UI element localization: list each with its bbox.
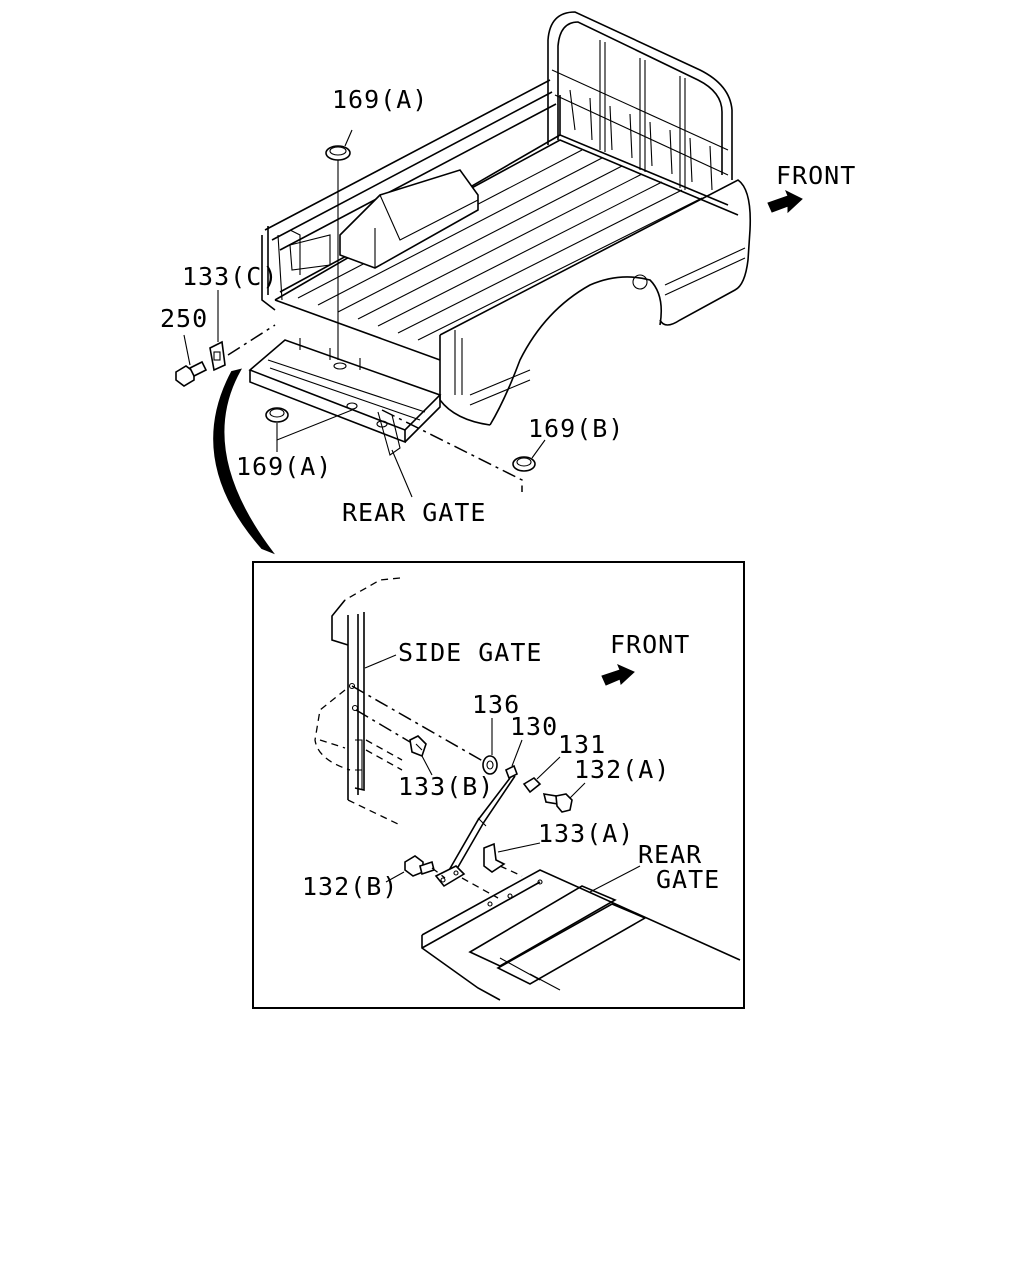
grommet-169a-top: [325, 145, 351, 161]
truck-bed-illustration: [213, 11, 752, 555]
label-169a-bottom: 169(A): [236, 452, 332, 481]
label-rear-gate-inset-1: REAR: [638, 840, 702, 869]
label-rear-gate-inset-2: GATE: [656, 865, 720, 894]
label-rear-gate-top: REAR GATE: [342, 498, 486, 527]
bolt-132b: [385, 855, 446, 883]
bolt-132a: [542, 782, 586, 813]
bolt-250: [175, 334, 208, 387]
clip-133b: [409, 735, 433, 776]
label-133a: 133(A): [538, 819, 634, 848]
label-side-gate: SIDE GATE: [398, 638, 542, 667]
label-front-top: FRONT: [776, 161, 856, 190]
strap-130: [434, 739, 523, 888]
washer-136: [482, 755, 498, 775]
label-169b: 169(B): [528, 414, 624, 443]
bracket-133c: [209, 340, 226, 372]
front-arrow-icon: [767, 189, 803, 214]
detail-inset-frame: [252, 561, 745, 1009]
front-arrow-inset-icon: [601, 664, 635, 686]
top-parts: [175, 129, 546, 498]
label-133b: 133(B): [398, 772, 494, 801]
grommet-169a-bottom: [265, 407, 289, 423]
spacer-131: [522, 756, 561, 794]
grommet-169b: [512, 456, 536, 472]
label-132a: 132(A): [574, 755, 670, 784]
label-front-inset: FRONT: [610, 630, 690, 659]
label-250: 250: [160, 304, 208, 333]
inset-illustration: [314, 577, 741, 1001]
label-133c: 133(C): [182, 262, 278, 291]
label-132b: 132(B): [302, 872, 398, 901]
label-136: 136: [472, 690, 520, 719]
bracket-133a: [483, 842, 541, 873]
label-131: 131: [558, 730, 606, 759]
label-130: 130: [510, 712, 558, 741]
label-169a-top: 169(A): [332, 85, 428, 114]
